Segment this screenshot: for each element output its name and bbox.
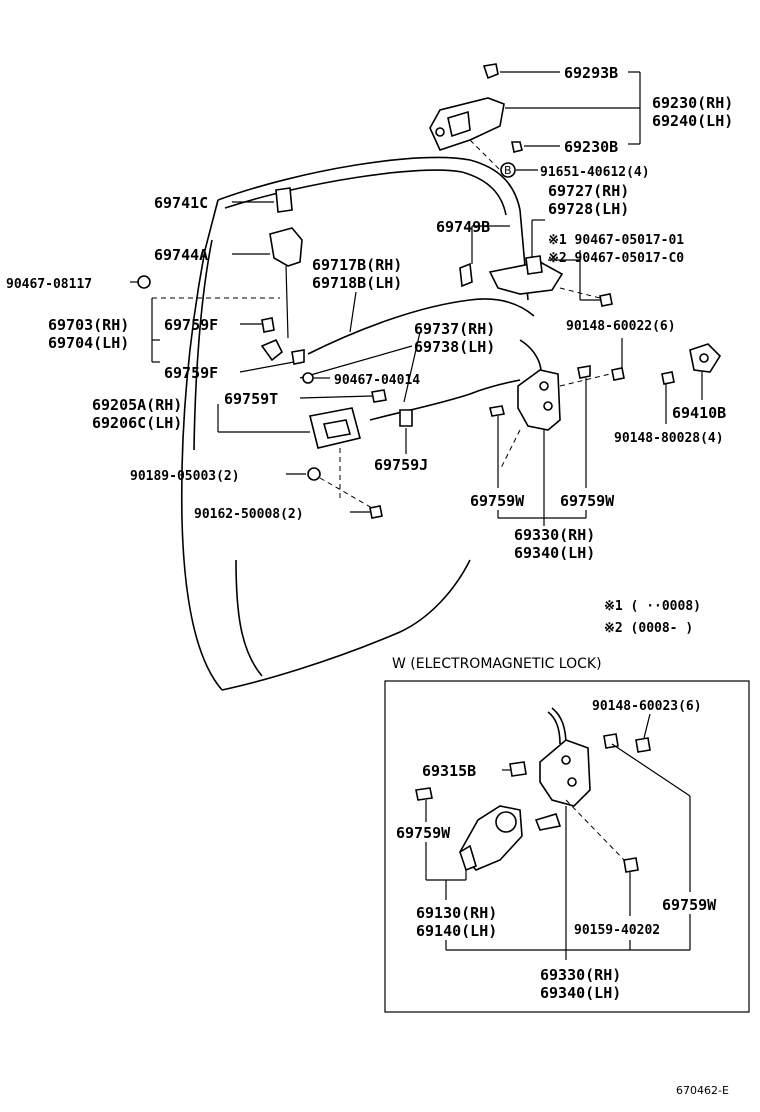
label-69703-rh: 69703(RH) (48, 316, 129, 334)
part-69330-door-lock (517, 369, 561, 431)
label-69737-rh: 69737(RH) (414, 320, 495, 338)
label-69130-rh: 69130(RH) (416, 904, 497, 922)
label-90148-60022: 90148-60022(6) (566, 319, 676, 334)
part-69744A (269, 227, 303, 339)
part-69759F-b (291, 349, 305, 365)
note-2: ※2 (0008- ) (604, 621, 693, 636)
inset-motor-69130 (459, 805, 523, 872)
label-69759W-a: 69759W (470, 492, 525, 510)
label-90148-60023: 90148-60023(6) (592, 699, 702, 714)
label-69744A: 69744A (154, 246, 208, 264)
label-69410B: 69410B (672, 404, 726, 422)
label-69759J: 69759J (374, 456, 428, 474)
label-90159-40202: 90159-40202 (574, 923, 660, 938)
inset-title: W (ELECTROMAGNETIC LOCK) (392, 656, 602, 672)
inset-rod (547, 707, 567, 747)
label-69230-rh: 69230(RH) (652, 94, 733, 112)
label-90148-80028: 90148-80028(4) (614, 431, 724, 446)
part-69410B-striker (689, 343, 722, 373)
label-69759F-a: 69759F (164, 316, 218, 334)
label-69727-rh: 69727(RH) (548, 182, 629, 200)
label-69704-lh: 69704(LH) (48, 334, 129, 352)
svg-text:B: B (504, 164, 512, 177)
label-69749B: 69749B (436, 218, 490, 236)
label-91651-40612: 91651-40612(4) (540, 165, 650, 180)
label-69230B: 69230B (564, 138, 618, 156)
part-90467-04014 (302, 372, 314, 384)
diagram-code: 670462-E (676, 1084, 729, 1097)
label-69340-lh-b: 69340(LH) (540, 984, 621, 1002)
label-90189-05003: 90189-05003(2) (130, 469, 240, 484)
inset-screw-90159 (623, 857, 639, 873)
label-90467-05017-c0: ※2 90467-05017-C0 (548, 251, 684, 266)
part-69230B-bolt (511, 141, 523, 153)
part-90189-05003 (307, 467, 321, 481)
label-69738-lh: 69738(LH) (414, 338, 495, 356)
inset-69759W-clip (415, 787, 433, 801)
part-screw-90467-05017 (599, 293, 613, 307)
label-69718B-lh: 69718B(LH) (312, 274, 402, 292)
label-69330-rh-a: 69330(RH) (514, 526, 595, 544)
inset-69315B (509, 761, 527, 777)
part-69741C (275, 187, 293, 213)
label-69140-lh: 69140(LH) (416, 922, 497, 940)
note-1: ※1 ( ··0008) (604, 599, 701, 614)
part-69230-hinge (429, 97, 505, 151)
label-69293B: 69293B (564, 64, 618, 82)
inset-lock-69330 (534, 739, 591, 831)
label-69759W-b: 69759W (560, 492, 615, 510)
inset-screw-90148-60023 (603, 733, 651, 753)
part-90148-60022 (611, 367, 625, 381)
part-69759W-clip-b (577, 365, 591, 379)
rod-69717B (307, 298, 535, 355)
label-69315B: 69315B (422, 762, 476, 780)
part-69727-outside-handle (488, 255, 564, 295)
label-90467-04014: 90467-04014 (334, 373, 420, 388)
label-69759F-b: 69759F (164, 364, 218, 382)
part-69205A-inside-handle (309, 407, 361, 449)
part-69749B (459, 262, 473, 288)
label-69728-lh: 69728(LH) (548, 200, 629, 218)
label-69759T: 69759T (224, 390, 278, 408)
part-69293B (482, 63, 499, 80)
part-69759J (399, 409, 413, 427)
label-90467-05017-01: ※1 90467-05017-01 (548, 233, 684, 248)
label-69206C-lh: 69206C(LH) (92, 414, 182, 432)
part-90467-08117 (137, 275, 151, 289)
label-69240-lh: 69240(LH) (652, 112, 733, 130)
label-90162-50008: 90162-50008(2) (194, 507, 304, 522)
label-69759W-c: 69759W (396, 824, 451, 842)
part-69703-cover (260, 338, 284, 362)
part-69759W-clip-a (489, 405, 505, 417)
part-69759T (371, 389, 387, 403)
part-90162-50008 (369, 505, 383, 519)
part-90148-80028 (661, 371, 675, 385)
label-69205A-rh: 69205A(RH) (92, 396, 182, 414)
label-69741C: 69741C (154, 194, 208, 212)
label-69759W-d: 69759W (662, 896, 717, 914)
label-69330-rh-b: 69330(RH) (540, 966, 621, 984)
part-69759F-a (261, 317, 275, 333)
label-69340-lh-a: 69340(LH) (514, 544, 595, 562)
label-69717B-rh: 69717B(RH) (312, 256, 402, 274)
inset-frame (384, 680, 750, 1013)
label-90467-08117: 90467-08117 (6, 277, 92, 292)
ref-circle-b (500, 162, 516, 178)
